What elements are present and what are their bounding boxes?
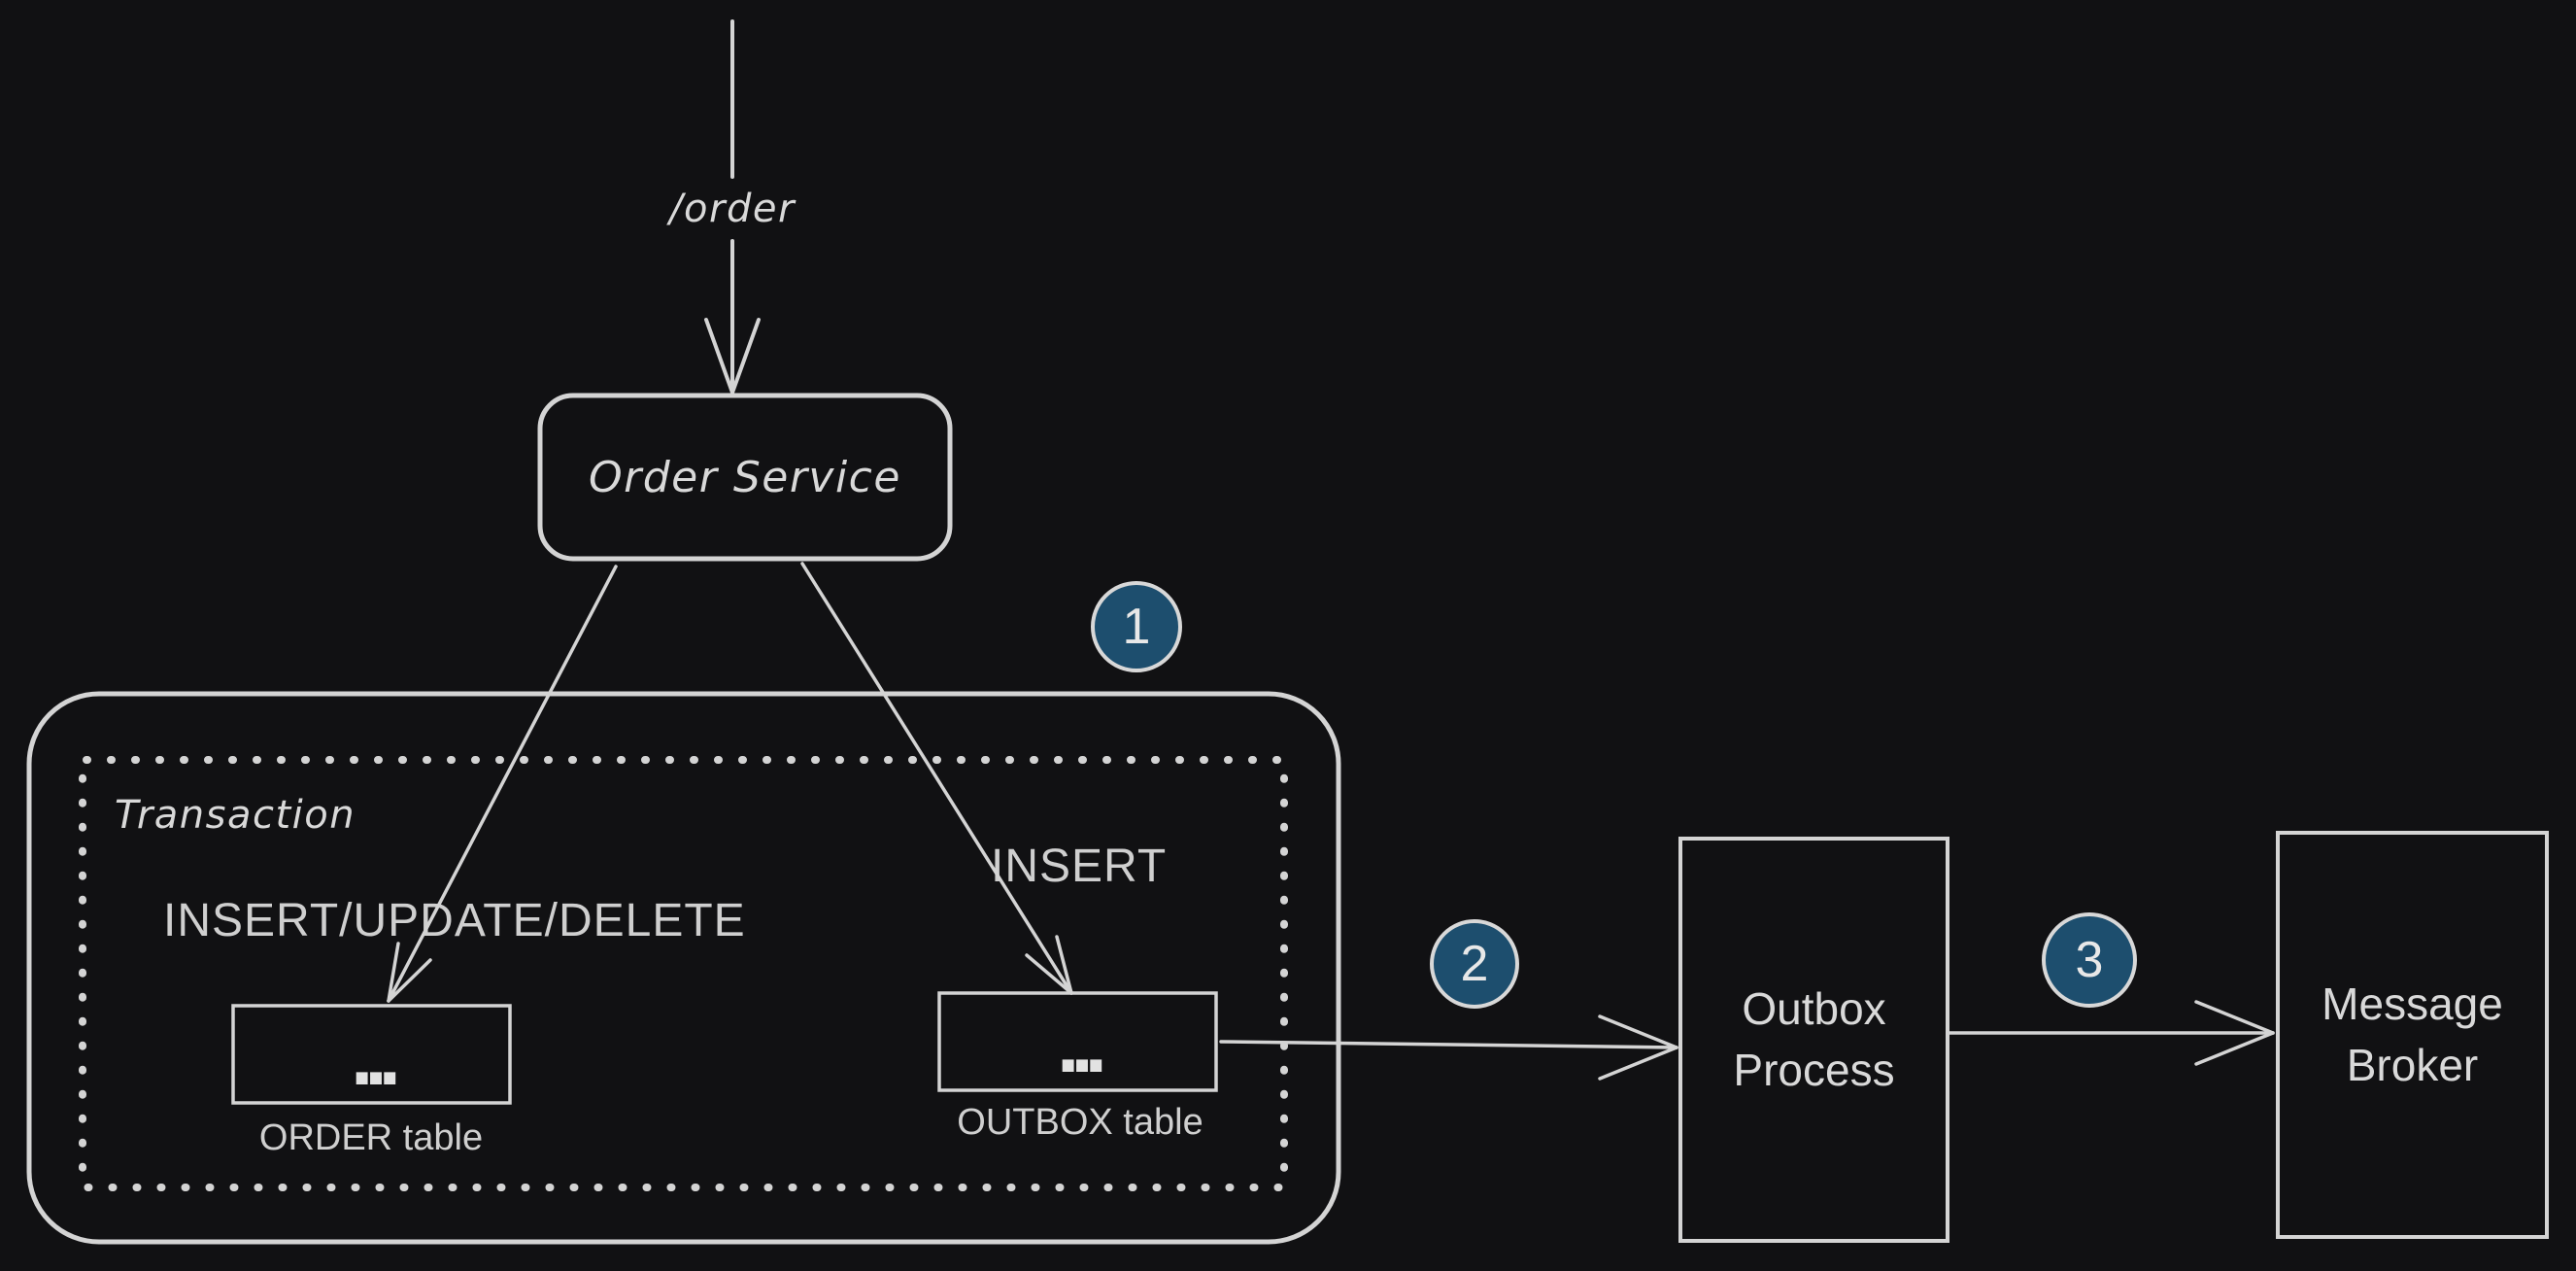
order-request-label: /order (669, 187, 796, 231)
step-1-badge: 1 (1091, 581, 1182, 672)
step-2-number: 2 (1460, 936, 1489, 992)
transaction-label: Transaction (115, 793, 356, 838)
outbox-process-label-text: Outbox Process (1733, 982, 1895, 1095)
order-table-dots: ... (350, 1011, 401, 1102)
step-1-number: 1 (1122, 599, 1151, 655)
step-3-number: 3 (2075, 932, 2104, 988)
message-broker-label-text: Message Broker (2322, 978, 2503, 1090)
outbox-write-label: INSERT (991, 841, 1168, 892)
outbox-table-label: OUTBOX table (957, 1102, 1203, 1143)
message-broker-label: Message Broker (2278, 833, 2547, 1237)
outbox-table-dots: ... (1056, 998, 1107, 1089)
order-table-label: ORDER table (258, 1117, 484, 1158)
order-service-label: Order Service (589, 452, 901, 502)
step-3-badge: 3 (2042, 912, 2137, 1008)
outbox-process-label: Outbox Process (1680, 839, 1948, 1241)
order-write-label: INSERT/UPDATE/DELETE (163, 895, 746, 946)
step-2-badge: 2 (1430, 919, 1519, 1009)
